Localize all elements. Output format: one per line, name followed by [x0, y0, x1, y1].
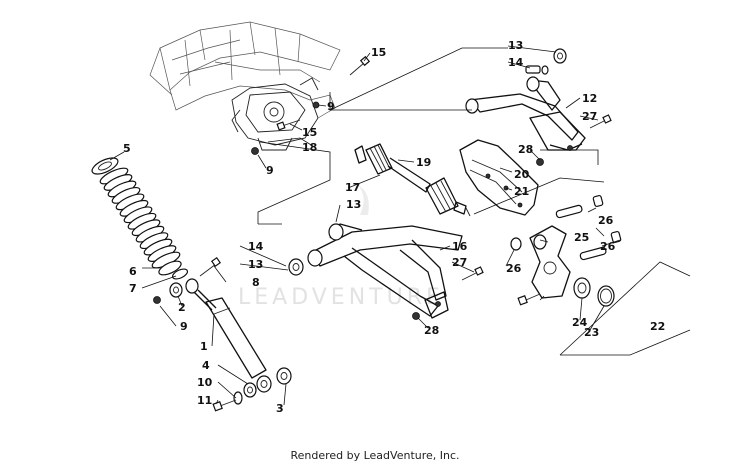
coil-spring [99, 167, 181, 269]
pin-25-lower [579, 230, 622, 261]
snap-ring-23 [597, 285, 615, 307]
bolt-8 [199, 256, 222, 277]
callout-25: 25 [574, 231, 589, 244]
cv-guard [459, 139, 539, 216]
callout-10: 10 [197, 376, 213, 389]
bolt-15-lower [276, 119, 301, 131]
nut-28-lower [412, 312, 420, 320]
callout-9-frame: 9 [266, 164, 274, 177]
bushing-13-lower [288, 258, 304, 276]
frame-engine-assembly [149, 21, 341, 151]
callout-26-left: 26 [506, 262, 522, 275]
callout-24: 24 [572, 316, 588, 329]
callout-21: 21 [514, 185, 529, 198]
callout-28-lower: 28 [424, 324, 439, 337]
callout-18: 18 [302, 141, 317, 154]
callout-16: 16 [452, 240, 468, 253]
callout-15-upper: 15 [371, 46, 386, 59]
callout-13-upper: 13 [508, 39, 523, 52]
callout-8: 8 [252, 276, 260, 289]
callout-15-lower: 15 [302, 126, 317, 139]
callout-3: 3 [276, 402, 284, 415]
pin-25-upper [555, 194, 604, 219]
drive-shaft-assembly [354, 143, 471, 217]
bolt-27-lower [461, 266, 484, 281]
callout-27-upper: 27 [582, 110, 597, 123]
callout-9-upper: 9 [327, 100, 335, 113]
callout-26-right: 26 [600, 240, 616, 253]
callout-4: 4 [202, 359, 210, 372]
nut-9-shock [153, 296, 161, 304]
callout-13-lower: 13 [248, 258, 263, 271]
callout-1: 1 [200, 340, 208, 353]
callout-7: 7 [129, 282, 137, 295]
group-outline-lines [257, 47, 691, 356]
callout-28-upper: 28 [518, 143, 533, 156]
callout-27-lower: 27 [452, 256, 467, 269]
knuckle-assembly [510, 225, 571, 306]
callout-9-shock: 9 [180, 320, 188, 333]
spring-seat-6 [158, 260, 182, 276]
callout-19: 19 [416, 156, 431, 169]
watermark-flame-icon [358, 185, 369, 215]
callout-12: 12 [582, 92, 597, 105]
render-credit: Rendered by LeadVenture, Inc. [290, 449, 460, 462]
callout-11: 11 [197, 394, 212, 407]
bushing-4 [243, 382, 257, 398]
washer-10 [233, 391, 243, 405]
spring-retainer-5 [91, 157, 119, 175]
bearing-24 [573, 277, 591, 299]
bolt-11 [212, 399, 237, 412]
bolt-15-upper [349, 55, 371, 76]
lower-a-arm [307, 223, 463, 319]
callout-5: 5 [123, 142, 131, 155]
callout-13-mid: 13 [346, 198, 361, 211]
bolt-27-upper [589, 114, 612, 129]
callout-6: 6 [129, 265, 137, 278]
bushing-2 [169, 282, 183, 298]
callout-14-upper: 14 [508, 56, 524, 69]
leader-lines [109, 45, 621, 406]
callout-2: 2 [178, 301, 186, 314]
callout-14-lower: 14 [248, 240, 264, 253]
callout-22: 22 [650, 320, 665, 333]
upper-a-arm [465, 76, 586, 151]
callout-20: 20 [514, 168, 530, 181]
bushing-13-upper [553, 48, 567, 64]
callout-17: 17 [345, 181, 360, 194]
watermark-text: LEADVENTURE [238, 285, 444, 310]
bushing-3 [276, 367, 292, 385]
nut-9-frame [251, 147, 259, 155]
callout-23: 23 [584, 326, 599, 339]
sleeve-14-upper [525, 65, 549, 75]
shock-absorber [185, 278, 272, 393]
exploded-view-svg: LEADVENTURE [91, 21, 691, 415]
callout-numbers: 5 6 7 2 9 1 4 10 11 3 15 9 15 18 9 13 14… [123, 39, 665, 415]
nut-28-upper [536, 158, 544, 166]
callout-26-upper: 26 [598, 214, 614, 227]
